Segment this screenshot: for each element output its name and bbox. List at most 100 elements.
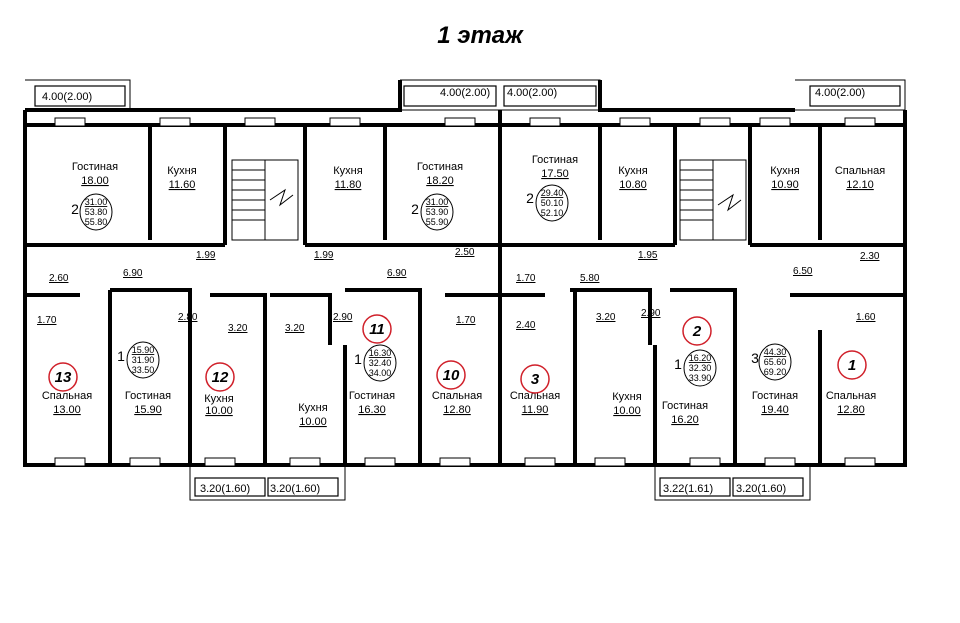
apartment-rooms-count: 1 [117,348,125,364]
area-label: 6.90 [123,268,143,279]
room-name: Кухня [204,393,233,405]
room-area: 11.80 [335,179,362,191]
area-label: 2.90 [641,308,661,319]
loggia-label: 3.22(1.61) [663,483,713,495]
room-name: Кухня [167,165,196,177]
area-label: 2.40 [516,320,536,331]
apartment-number: 1 [848,357,856,374]
interior-walls [25,125,905,465]
room-area: 15.90 [134,404,162,416]
area-label: 2.80 [178,312,198,323]
room-name: Спальная [42,390,92,402]
apartment-rooms-count: 2 [71,201,79,217]
apartment-area: 69.20 [764,367,787,377]
room-name: Кухня [333,165,362,177]
area-label: 6.90 [387,268,407,279]
apartment-area: 33.90 [689,373,712,383]
apartment-markers: 13 12 11 10 3 2 1 [48,314,867,394]
room-area: 17.50 [541,168,569,180]
apartment-area: 16.20 [689,353,712,363]
apartment-area: 31.00 [426,197,449,207]
apartment-area: 50.10 [541,198,564,208]
balcony-label: 4.00(2.00) [815,87,865,99]
apartment-rooms-count: 1 [354,351,362,367]
room-name: Гостиная [662,400,708,412]
apartment-rooms-count: 2 [411,201,419,217]
apartment-number: 12 [212,369,229,386]
room-area: 18.20 [426,175,454,187]
apartment-area: 65.60 [764,357,787,367]
apartment-area: 33.50 [132,365,155,375]
apartment-area: 53.80 [85,207,108,217]
room-area: 11.60 [169,179,196,191]
room-name: Гостиная [532,154,578,166]
room-name: Гостиная [349,390,395,402]
room-name: Спальная [835,165,885,177]
apartment-number: 3 [531,371,540,388]
room-area: 10.80 [619,179,647,191]
apartment-area: 55.80 [85,217,108,227]
apartment-area: 15.90 [132,345,155,355]
room-name: Кухня [612,391,641,403]
room-name: Кухня [618,165,647,177]
area-label: 1.60 [856,312,876,323]
room-name: Гостиная [125,390,171,402]
apartment-area: 32.30 [689,363,712,373]
room-area: 12.80 [443,404,471,416]
apartment-number: 13 [55,369,72,386]
apartment-rooms-count: 1 [674,356,682,372]
room-name: Спальная [432,390,482,402]
apartment-area: 31.00 [85,197,108,207]
room-area: 10.00 [613,405,641,417]
area-label: 1.70 [516,273,536,284]
room-name: Гостиная [72,161,118,173]
balconies [25,79,906,111]
area-label: 3.20 [285,323,305,334]
area-label: 5.80 [580,273,600,284]
area-label: 2.60 [49,273,69,284]
room-area: 10.90 [771,179,799,191]
room-area: 12.80 [837,404,865,416]
area-label: 2.90 [333,312,353,323]
balcony-label: 4.00(2.00) [42,91,92,103]
apartment-rooms-count: 2 [526,190,534,206]
apartment-rooms-count: 3 [751,350,759,366]
room-name: Кухня [770,165,799,177]
apartment-area: 32.40 [369,358,392,368]
room-area: 19.40 [761,404,789,416]
area-label: 1.70 [456,315,476,326]
apartment-area: 31.90 [132,355,155,365]
loggia-label: 3.20(1.60) [270,483,320,495]
area-label: 3.20 [228,323,248,334]
room-name: Гостиная [752,390,798,402]
apartment-area: 44.30 [764,347,787,357]
room-name: Спальная [826,390,876,402]
room-area: 10.00 [205,405,233,417]
area-label: 1.99 [314,250,334,261]
apartment-number: 2 [692,323,702,340]
room-area: 10.00 [299,416,327,428]
loggia-label: 3.20(1.60) [736,483,786,495]
apartment-number: 11 [369,321,385,338]
apartment-area: 55.90 [426,217,449,227]
room-area: 16.30 [358,404,386,416]
area-label: 1.99 [196,250,216,261]
room-name: Кухня [298,402,327,414]
area-label: 3.20 [596,312,616,323]
apartment-area: 53.90 [426,207,449,217]
apartment-area: 29.40 [541,188,564,198]
apartment-area: 52.10 [541,208,564,218]
room-area: 12.10 [846,179,874,191]
apartment-number: 10 [443,367,460,384]
balcony-label: 4.00(2.00) [440,87,490,99]
area-label: 2.30 [860,251,880,262]
room-name: Спальная [510,390,560,402]
room-area: 11.90 [522,404,549,416]
loggias [189,465,811,501]
room-name: Гостиная [417,161,463,173]
apartment-area: 34.00 [369,368,392,378]
windows [54,117,876,467]
room-area: 18.00 [81,175,109,187]
room-area: 13.00 [53,404,81,416]
